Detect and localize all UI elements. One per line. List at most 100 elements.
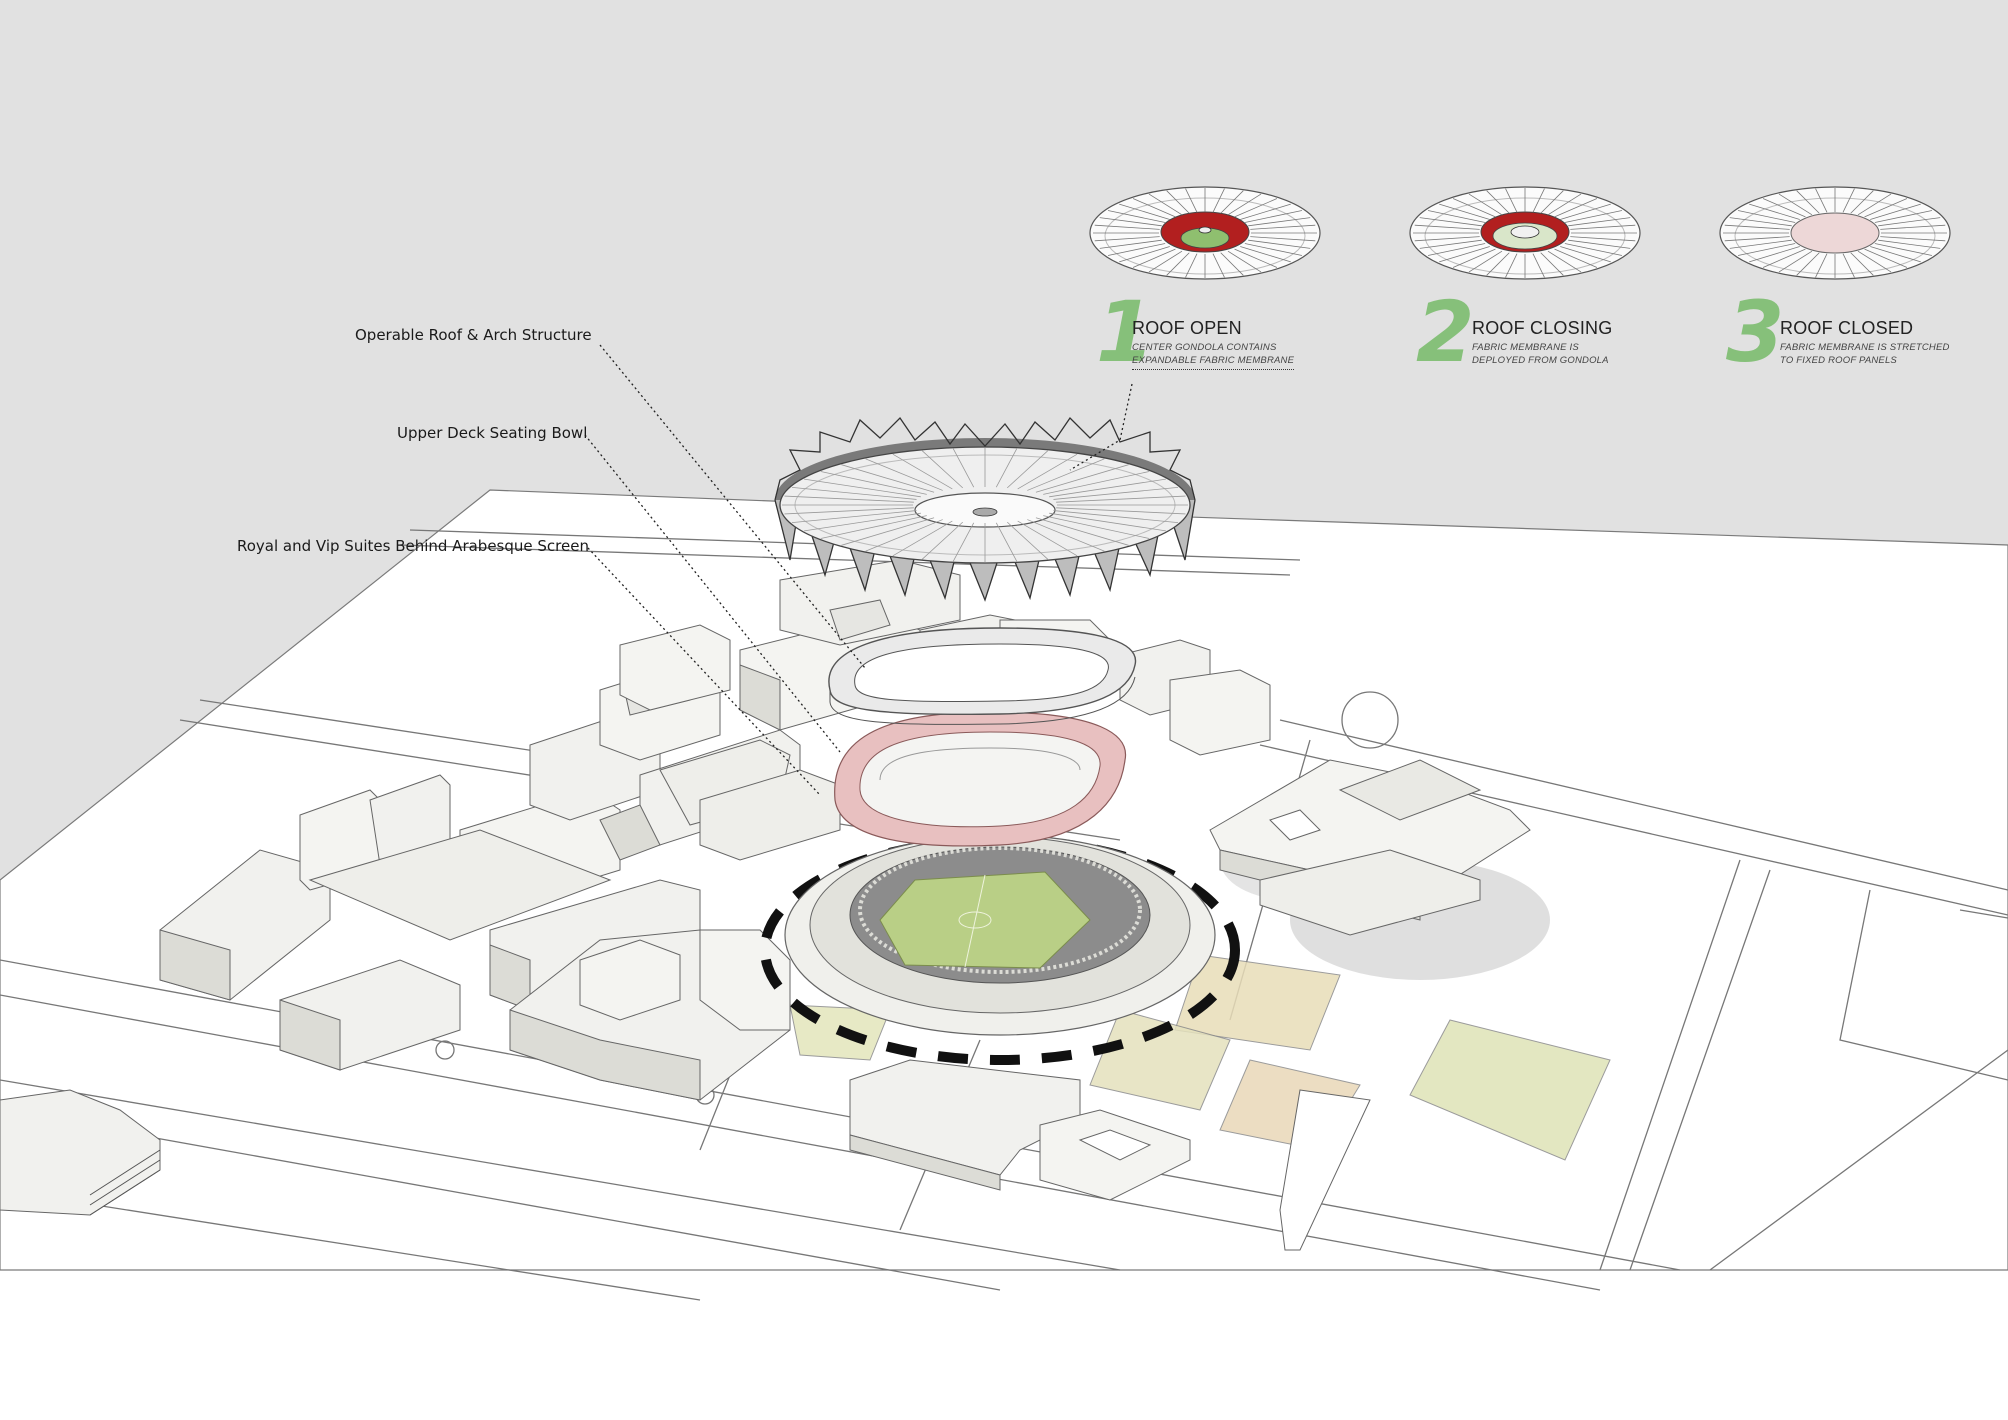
upper-deck-bowl	[834, 711, 1127, 847]
callout-upper-deck-label: Upper Deck Seating Bowl	[397, 424, 588, 442]
step-1-title: ROOF OPEN	[1132, 318, 1242, 338]
roof-panel-rib	[1166, 252, 1190, 276]
roof-panel-rib	[1419, 217, 1482, 227]
roof-panel-rib	[1532, 188, 1545, 213]
roof-panel-rib	[1049, 478, 1166, 498]
roof-panel-rib	[791, 486, 917, 500]
roof-panel-rib	[1419, 239, 1482, 249]
roof-panel-rib	[995, 522, 1018, 562]
roof-panel-rib	[1017, 453, 1078, 490]
roof-panel-rib	[1227, 250, 1262, 273]
roof-panel-rib	[892, 453, 953, 490]
roof-panel-rib	[1107, 210, 1166, 223]
roof-panel-rib	[1094, 224, 1160, 230]
roof-panel-rib	[1560, 246, 1611, 263]
roof-panel-rib	[1240, 203, 1291, 220]
thumbnail-ribs	[1093, 188, 1317, 278]
roof-panel-rib	[1762, 198, 1806, 218]
roof-panel-rib	[1796, 252, 1820, 276]
roof-panel-rib	[1762, 248, 1806, 268]
roof-panel-rib	[1185, 188, 1198, 213]
roof-panel-rib	[1729, 239, 1792, 249]
roof-panel-rib	[1878, 217, 1941, 227]
roof-panel-rib	[1414, 236, 1480, 242]
roof-panel-rib	[1505, 253, 1518, 278]
roof-panel-rib	[1870, 246, 1921, 263]
roof-panel-rib	[995, 448, 1018, 488]
roof-panel-rib	[1468, 250, 1503, 273]
roof-panel-rib	[865, 458, 943, 491]
roof-panel-rib	[1724, 236, 1790, 242]
roof-closing-thumbnail	[1409, 186, 1641, 280]
step-2-desc-line-2: DEPLOYED FROM GONDOLA	[1472, 355, 1609, 366]
roof-closed-thumbnail	[1719, 186, 1951, 280]
roof-panel-rib	[1842, 253, 1855, 278]
roof-panel-rib	[1874, 243, 1933, 256]
roof-panel-rib	[1554, 198, 1598, 218]
roof-panel-rib	[1414, 224, 1480, 230]
roof-panel-rib	[1554, 248, 1598, 268]
step-3-desc-line-1: FABRIC MEMBRANE IS STRETCHED	[1780, 342, 1950, 353]
roof-panel-rib	[1234, 248, 1278, 268]
roof-panel-rib	[1570, 236, 1636, 242]
roof-panel-rib	[1749, 246, 1800, 263]
roof-panel-rib	[1148, 193, 1183, 216]
roof-panel-rib	[1864, 248, 1908, 268]
roof-panel-rib	[1452, 198, 1496, 218]
roof-panel-rib	[1547, 250, 1582, 273]
roof-panel-rib	[1564, 210, 1623, 223]
roof-panel-rib	[1850, 190, 1874, 214]
city-buildings	[0, 559, 1531, 1251]
roof-panel-rib	[1107, 243, 1166, 256]
roof-panel-rib	[1132, 248, 1176, 268]
roof-panel-rib	[1212, 188, 1225, 213]
roof-panel-rib	[1043, 515, 1150, 539]
step-1-desc-line-2: EXPANDABLE FABRIC MEMBRANE	[1132, 355, 1295, 370]
thumbnail-ribs	[1723, 188, 1947, 278]
roof-panel-rib	[1878, 239, 1941, 249]
roof-panel-rib	[1452, 248, 1496, 268]
roof-panel-rib	[1248, 217, 1311, 227]
roof-panel-rib	[1099, 217, 1162, 227]
roof-panel-rib	[1737, 210, 1796, 223]
roof-panel-rib	[1049, 512, 1166, 532]
roof-panel-rib	[1427, 243, 1486, 256]
roof-panel-rib	[1842, 188, 1855, 213]
callout-royal-suites-label: Royal and Vip Suites Behind Arabesque Sc…	[237, 537, 589, 555]
roof-panel-rib	[1006, 521, 1049, 560]
roof-panel-rib	[1220, 190, 1244, 214]
roof-panel-rib	[1017, 520, 1078, 557]
royal-suites-ring	[828, 627, 1137, 725]
roof-panel-rib	[1724, 224, 1790, 230]
stadium-base	[760, 834, 1240, 1065]
roof-panel-rib	[1099, 239, 1162, 249]
roof-panel-rib	[1486, 252, 1510, 276]
roof-panel-rib	[791, 510, 917, 524]
roof-panel-rib	[1857, 250, 1892, 273]
step-3-title: ROOF CLOSED	[1780, 318, 1914, 338]
roof-panel-rib	[1540, 190, 1564, 214]
roof-panel-rib	[1568, 217, 1631, 227]
roof-panel-rib	[1027, 458, 1105, 491]
roof-panel-rib	[1815, 188, 1828, 213]
roof-panel-rib	[1850, 252, 1874, 276]
roof-panel-rib	[1119, 203, 1170, 220]
roof-panel-rib	[1778, 250, 1813, 273]
roof-panel-rib	[1056, 507, 1186, 515]
roof-panel-rib	[1250, 236, 1316, 242]
roof-panel-rib	[820, 471, 927, 495]
roof-panel-rib	[1227, 193, 1262, 216]
roof-panel-rib	[1119, 246, 1170, 263]
roof-panel-rib	[865, 519, 943, 552]
step-2-number: 2	[1416, 283, 1475, 381]
roof-panel-rib	[1053, 486, 1179, 500]
step-3-desc-line-2: TO FIXED ROOF PANELS	[1780, 355, 1897, 366]
roof-panel-rib	[1094, 236, 1160, 242]
roof-panel-rib	[804, 512, 921, 532]
roof-panel-rib	[1729, 217, 1792, 227]
roof-panel-rib	[1570, 224, 1636, 230]
roof-panel-rib	[921, 521, 964, 560]
roof-panel-rib	[1468, 193, 1503, 216]
roof-panel-rib	[921, 450, 964, 489]
